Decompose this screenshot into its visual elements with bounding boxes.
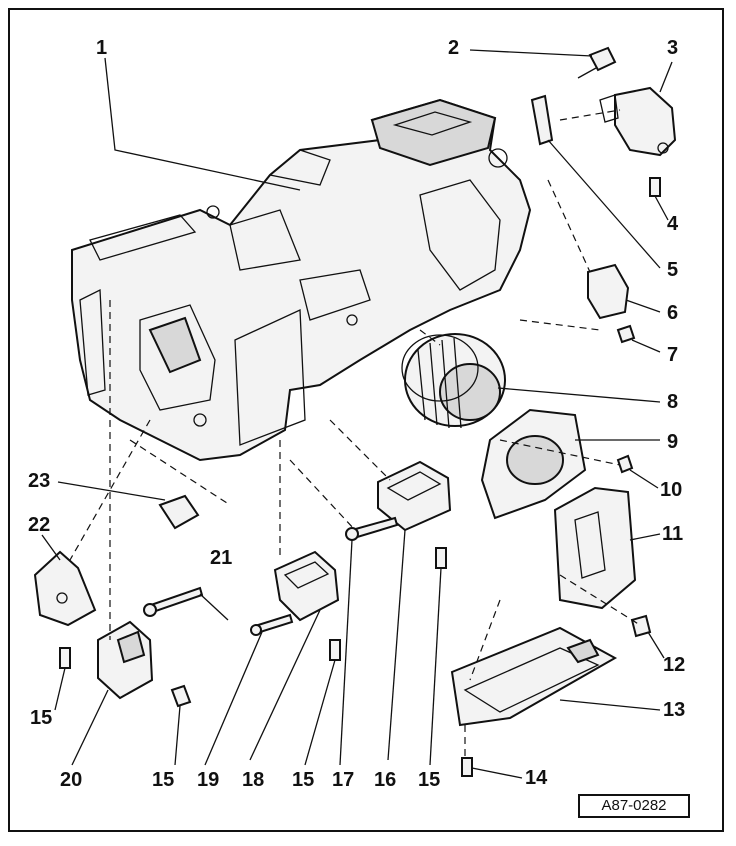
- part-22-bracket: [33, 534, 97, 627]
- callout-3: 3: [667, 37, 679, 59]
- part-7-screw: [616, 324, 661, 353]
- diagram-frame: [8, 8, 724, 832]
- callout-15-d: 15: [418, 769, 441, 791]
- callout-18: 18: [242, 769, 265, 791]
- callout-6: 6: [667, 302, 679, 324]
- part-1-leader: [104, 57, 301, 191]
- part-5-clip: [530, 94, 661, 269]
- part-19-screw: [204, 613, 294, 766]
- callout-10: 10: [660, 479, 683, 501]
- part-3-actuator: [599, 61, 677, 157]
- callout-4: 4: [667, 213, 679, 235]
- assembly-lines: [69, 109, 641, 758]
- part-17-bolt: [339, 516, 399, 766]
- part-12-screw: [630, 614, 665, 659]
- part-21-bolt: [143, 586, 229, 621]
- part-23-sensor: [57, 481, 200, 530]
- callout-15-a: 15: [30, 707, 53, 729]
- part-14-screw: [461, 757, 523, 779]
- part-16-control-unit: [377, 460, 452, 761]
- callout-9: 9: [667, 431, 679, 453]
- callout-16: 16: [374, 769, 397, 791]
- callout-21: 21: [210, 547, 233, 569]
- part-2-sensor: [469, 46, 617, 79]
- part-18-module: [249, 550, 340, 761]
- callout-19: 19: [197, 769, 220, 791]
- callout-15-b: 15: [152, 769, 175, 791]
- part-13-tray: [450, 626, 661, 727]
- part-20-actuator-motor: [71, 620, 154, 766]
- part-6-resistor: [587, 263, 661, 320]
- part-9-motor-housing: [480, 408, 660, 520]
- part-15-screws: [54, 547, 447, 766]
- callout-15-c: 15: [292, 769, 315, 791]
- callout-8: 8: [667, 391, 679, 413]
- part-11-cover: [553, 486, 661, 610]
- callout-23: 23: [28, 470, 51, 492]
- part-4-screw: [649, 177, 669, 221]
- callout-22: 22: [28, 514, 51, 536]
- callout-12: 12: [663, 654, 686, 676]
- part-10-screw: [616, 454, 659, 489]
- heater-housing: [71, 98, 532, 462]
- callout-1: 1: [96, 37, 108, 59]
- callout-20: 20: [60, 769, 83, 791]
- callout-13: 13: [663, 699, 686, 721]
- callout-5: 5: [667, 259, 679, 281]
- reference-code: A87-0282: [578, 794, 690, 818]
- callout-11: 11: [662, 523, 684, 545]
- callout-7: 7: [667, 344, 679, 366]
- callout-2: 2: [448, 37, 460, 59]
- callout-14: 14: [525, 767, 548, 789]
- part-8-blower-wheel: [401, 333, 661, 429]
- callout-17: 17: [332, 769, 355, 791]
